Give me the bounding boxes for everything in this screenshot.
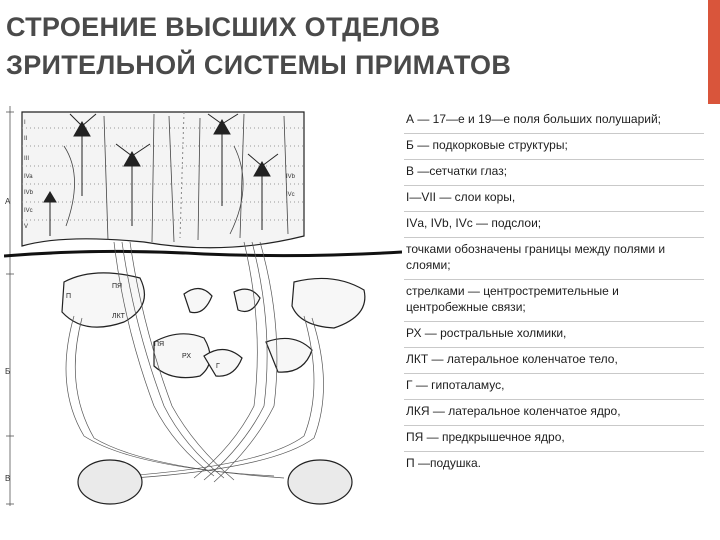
legend-item: П —подушка. [406, 456, 482, 470]
side-label-a: А [5, 197, 11, 206]
legend-item: ЛКТ — латеральное коленчатое тело, [404, 348, 704, 374]
legend-item: ПЯ — предкрышечное ядро, [404, 426, 704, 452]
layer-label: IVb [286, 174, 296, 180]
subcortical-structures [61, 272, 366, 379]
region-label-pya-2: ПЯ [154, 341, 164, 348]
page-title: СТРОЕНИЕ ВЫСШИХ ОТДЕЛОВ ЗРИТЕЛЬНОЙ СИСТЕ… [6, 8, 696, 84]
title-line-2: ЗРИТЕЛЬНОЙ СИСТЕМЫ ПРИМАТОВ [6, 50, 512, 80]
cortex-block [21, 111, 305, 249]
region-label-g: Г [216, 363, 220, 370]
brain-surface [4, 249, 402, 258]
layer-label: IVa [24, 174, 33, 180]
visual-system-diagram: А Б В I II III IVa [4, 106, 402, 520]
legend-item: В —сетчатки глаз; [404, 160, 704, 186]
layer-label: IVb [24, 190, 34, 196]
legend: А — 17—е и 19—е поля больших полушарий; … [404, 108, 704, 477]
accent-bar [708, 0, 720, 104]
retinas [77, 459, 353, 505]
region-label-p: П [66, 293, 71, 300]
legend-item: IVа, IVb, IVc — подслои; [404, 212, 704, 238]
side-label-b: Б [5, 367, 10, 376]
legend-item: точками обозначены границы между полями … [404, 238, 704, 280]
nerve-fibers [65, 241, 324, 483]
side-label-v: В [5, 474, 10, 483]
legend-item: Г — гипоталамус, [404, 374, 704, 400]
layer-label: IVc [24, 208, 33, 214]
layer-label: I [24, 120, 26, 126]
layer-label: V [24, 224, 28, 230]
layer-label: IVc [286, 192, 295, 198]
layer-label: II [24, 136, 28, 142]
legend-item: Б — подкорковые структуры; [404, 134, 704, 160]
legend-item: стрелками — центростремительные и центро… [404, 280, 704, 322]
title-line-1: СТРОЕНИЕ ВЫСШИХ ОТДЕЛОВ [6, 12, 441, 42]
layer-label: III [24, 156, 29, 162]
region-label-pya: ПЯ [112, 283, 122, 290]
legend-item: ЛКЯ — латеральное коленчатое ядро, [404, 400, 704, 426]
region-label-rx: РХ [182, 353, 191, 360]
legend-item: I—VII — слои коры, [404, 186, 704, 212]
legend-item: РХ — ростральные холмики, [404, 322, 704, 348]
legend-item: А — 17—е и 19—е поля больших полушарий; [404, 108, 704, 134]
region-label-lkt: ЛКТ [112, 313, 126, 320]
